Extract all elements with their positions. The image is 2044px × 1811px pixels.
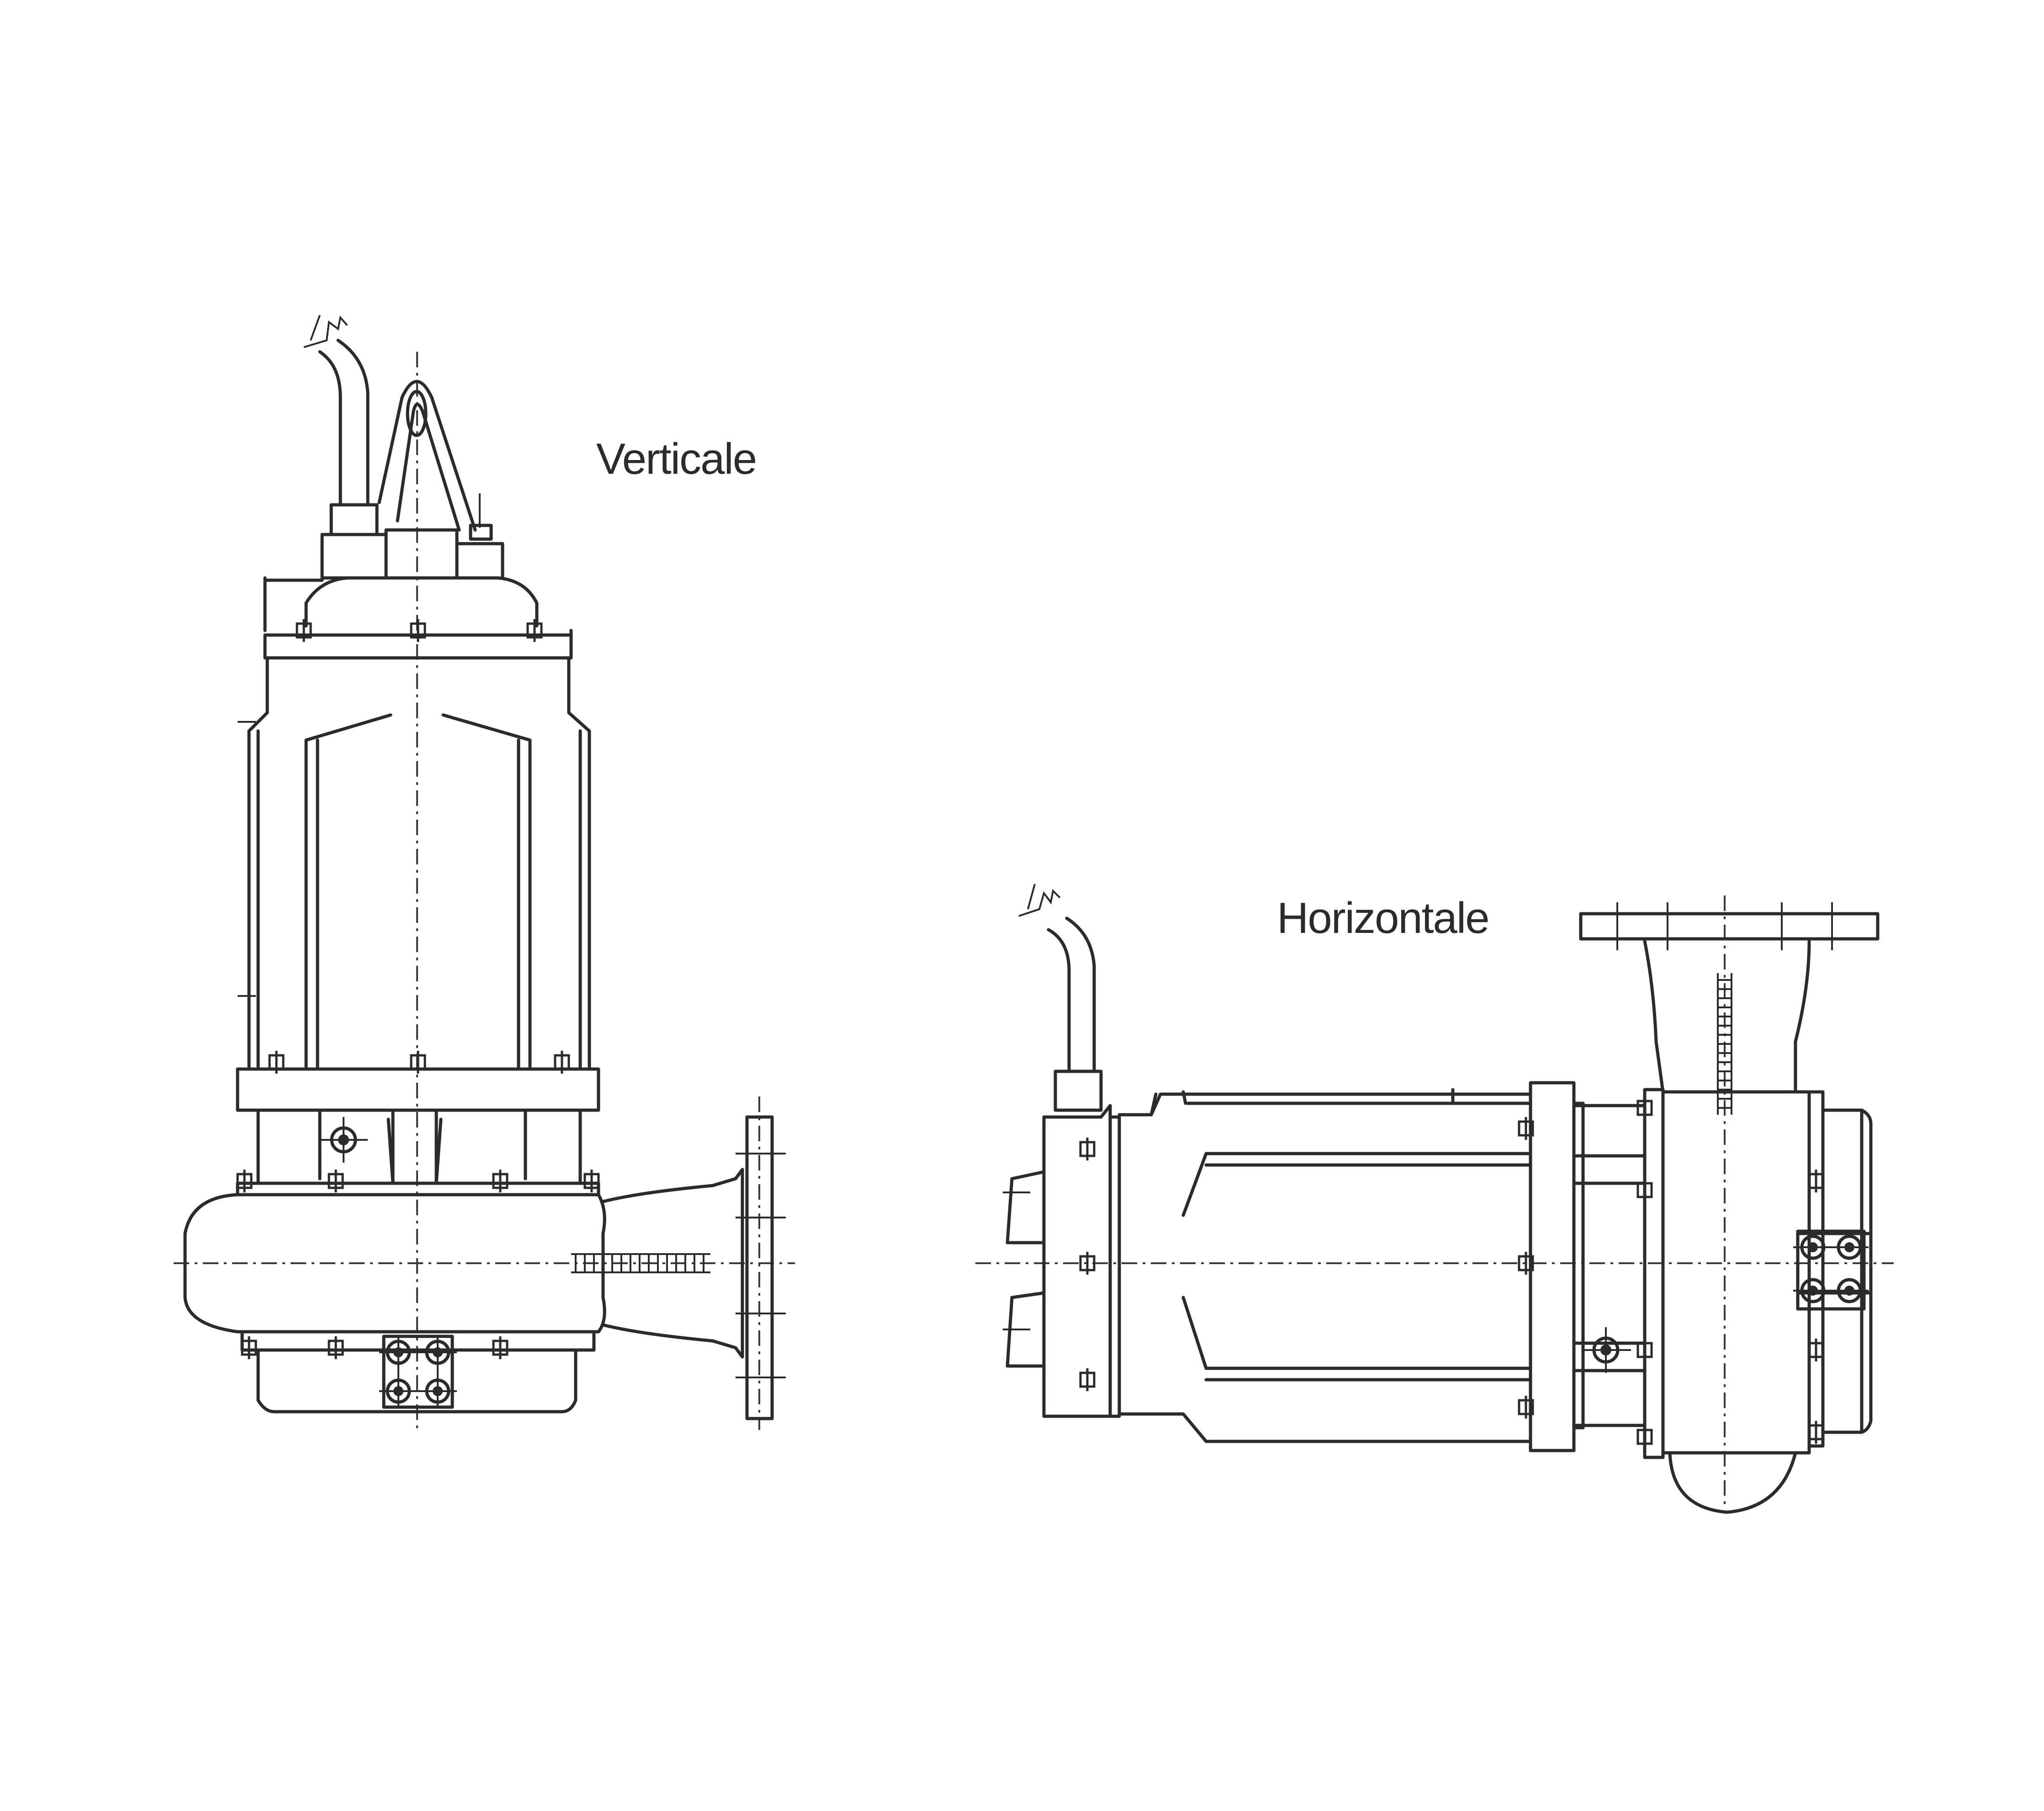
horizontal-volute-casing <box>1579 902 1880 1514</box>
horizontal-bearing-housing <box>1572 1101 1647 1430</box>
vertical-lifting-eye <box>377 380 493 541</box>
vertical-top-cover <box>263 528 573 660</box>
vertical-volute-casing <box>183 1115 786 1420</box>
vertical-power-cable <box>303 315 388 580</box>
horizontal-middle-flange <box>1529 1081 1576 1452</box>
horizontal-base <box>1793 1090 1873 1448</box>
horizontal-pump-view <box>975 884 1894 1514</box>
vertical-bearing-housing <box>256 1108 582 1185</box>
horizontal-view-label: Horizontale <box>1277 894 1490 943</box>
vertical-view-label: Verticale <box>596 434 757 483</box>
vertical-middle-flange <box>236 1067 600 1112</box>
horizontal-motor-body <box>1117 1088 1534 1443</box>
vertical-motor-body <box>238 656 591 1074</box>
vertical-base <box>240 1330 596 1414</box>
horizontal-power-cable <box>1018 884 1103 1112</box>
vertical-pump-view <box>174 315 795 1430</box>
horizontal-end-cover <box>1003 1104 1121 1418</box>
